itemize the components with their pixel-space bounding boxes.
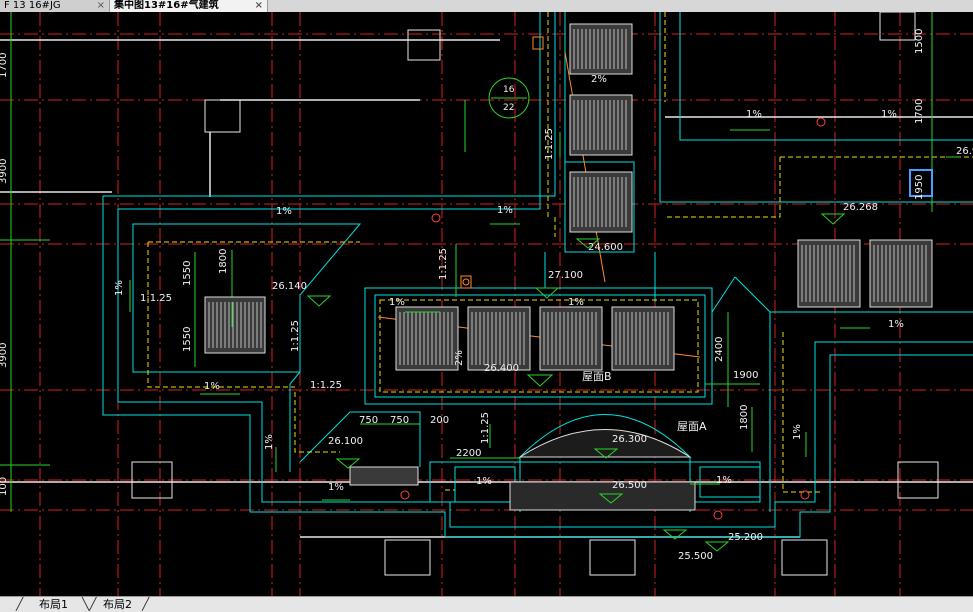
dimension-label: 2400 bbox=[714, 337, 725, 362]
slope-label: 1% bbox=[114, 280, 125, 296]
dimension-label: 1700 bbox=[0, 53, 9, 78]
drawing-canvas[interactable]: 1% 1% 2% 1% 1% 1% 1% 1% 1% 1% 1% 1% 2% 1… bbox=[0, 12, 973, 596]
tab-separator: ╱ bbox=[142, 597, 150, 611]
layout-tab-bar: ╱ 布局1 ╲╱ 布局2 ╱ bbox=[0, 596, 973, 612]
dimension-label: 1800 bbox=[218, 249, 229, 274]
slope-label: 1% bbox=[746, 109, 762, 120]
ratio-label: 1:1.25 bbox=[438, 248, 449, 280]
dimension-label: 750 bbox=[390, 415, 409, 426]
elevation-label: 27.100 bbox=[548, 270, 583, 281]
slope-label: 1% bbox=[389, 297, 405, 308]
document-tab-bar: F 13 16#JG × 集中图13#16#气建筑 × bbox=[0, 0, 973, 12]
ratio-label: 1:1.25 bbox=[480, 412, 491, 444]
slope-label: 2% bbox=[591, 74, 607, 85]
callout-top: 16 bbox=[503, 85, 515, 95]
close-icon[interactable]: × bbox=[96, 0, 105, 11]
equipment-units bbox=[204, 23, 933, 511]
elevation-label: 26.500 bbox=[612, 480, 647, 491]
dimension-label: 2200 bbox=[456, 448, 481, 459]
slope-label: 1% bbox=[881, 109, 897, 120]
dimension-label: 3900 bbox=[0, 343, 9, 368]
elevation-label: 26.400 bbox=[484, 363, 519, 374]
document-tab-2-label: 集中图13#16#气建筑 bbox=[114, 0, 219, 11]
slope-label: 1% bbox=[497, 205, 513, 216]
document-tab-2[interactable]: 集中图13#16#气建筑 × bbox=[110, 0, 268, 12]
elevation-label: 24.600 bbox=[588, 242, 623, 253]
dimension-label: 1550 bbox=[182, 261, 193, 286]
close-icon[interactable]: × bbox=[254, 0, 263, 11]
elevation-label: 25.500 bbox=[678, 551, 713, 562]
elevation-markers bbox=[306, 213, 846, 552]
slope-label: 1% bbox=[792, 424, 803, 440]
flow-arrows bbox=[129, 129, 960, 501]
elevation-label: 26.140 bbox=[272, 281, 307, 292]
slope-label: 1% bbox=[328, 482, 344, 493]
elevation-label: 26.300 bbox=[612, 434, 647, 445]
elevation-label: 26.100 bbox=[328, 436, 363, 447]
roof-outline bbox=[102, 12, 973, 538]
gutter-lines bbox=[147, 12, 973, 493]
ratio-label: 1:1.25 bbox=[140, 293, 172, 304]
roof-label-a: 屋面A bbox=[677, 420, 707, 433]
dimension-lines bbox=[0, 12, 933, 512]
roof-label-b: 屋面B bbox=[582, 370, 612, 383]
symbol-icon bbox=[909, 169, 933, 197]
dimension-label: 1950 bbox=[914, 175, 925, 200]
slope-label: 1% bbox=[264, 434, 275, 450]
layout-tab-1[interactable]: 布局1 bbox=[39, 598, 68, 611]
dimension-label: 1550 bbox=[182, 327, 193, 352]
callout-bottom: 22 bbox=[503, 103, 514, 113]
dimension-label: 100 bbox=[0, 477, 9, 496]
document-tab-1[interactable]: F 13 16#JG × bbox=[0, 0, 110, 12]
dimension-label: 750 bbox=[359, 415, 378, 426]
slope-label: 1% bbox=[204, 381, 220, 392]
dimension-label: 1800 bbox=[739, 405, 750, 430]
layout-tab-2[interactable]: 布局2 bbox=[103, 598, 132, 611]
dimension-label: 1700 bbox=[914, 99, 925, 124]
slope-label: 1% bbox=[476, 476, 492, 487]
elevation-label: 26.268 bbox=[843, 202, 878, 213]
dimension-label: 1500 bbox=[914, 29, 925, 54]
ratio-label: 1:1.25 bbox=[290, 320, 301, 352]
dimension-label: 3900 bbox=[0, 159, 9, 184]
slope-label: 1% bbox=[888, 319, 904, 330]
ratio-label: 1:1.25 bbox=[544, 128, 555, 160]
tab-separator: ╱ bbox=[16, 597, 24, 611]
elevation-label: 26.9 bbox=[956, 146, 973, 157]
dimension-label: 1900 bbox=[733, 370, 758, 381]
slope-label: 1% bbox=[276, 206, 292, 217]
slope-label: 2% bbox=[454, 350, 465, 366]
elevation-label: 25.200 bbox=[728, 532, 763, 543]
hatch-lines bbox=[208, 29, 927, 365]
drawing-labels: 1% 1% 2% 1% 1% 1% 1% 1% 1% 1% 1% 1% 2% 1… bbox=[0, 29, 973, 562]
axis-lines bbox=[0, 12, 973, 596]
document-tab-1-label: F 13 16#JG bbox=[4, 0, 61, 11]
column-footings bbox=[131, 12, 939, 576]
tab-separator: ╲╱ bbox=[82, 597, 97, 611]
slope-label: 1% bbox=[716, 475, 732, 486]
slope-label: 1% bbox=[568, 297, 584, 308]
roof-plan-drawing: 1% 1% 2% 1% 1% 1% 1% 1% 1% 1% 1% 1% 2% 1… bbox=[0, 12, 973, 596]
ratio-label: 1:1.25 bbox=[310, 380, 342, 391]
dimension-label: 200 bbox=[430, 415, 449, 426]
